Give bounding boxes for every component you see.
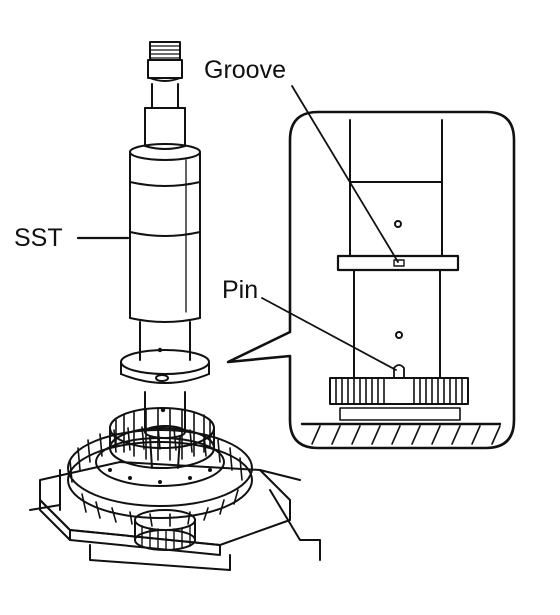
- sst-label: SST: [14, 224, 63, 252]
- large-gear: [67, 426, 253, 527]
- detail-callout: [226, 110, 516, 450]
- pin-leader-line: [261, 297, 397, 371]
- small-gear: [109, 407, 215, 469]
- pin-label: Pin: [222, 276, 259, 304]
- sst-shaft: [120, 41, 210, 469]
- groove-label: Groove: [204, 56, 286, 84]
- groove-leader-line: [291, 85, 399, 263]
- bearing: [134, 509, 196, 551]
- base-fixture: [29, 461, 321, 571]
